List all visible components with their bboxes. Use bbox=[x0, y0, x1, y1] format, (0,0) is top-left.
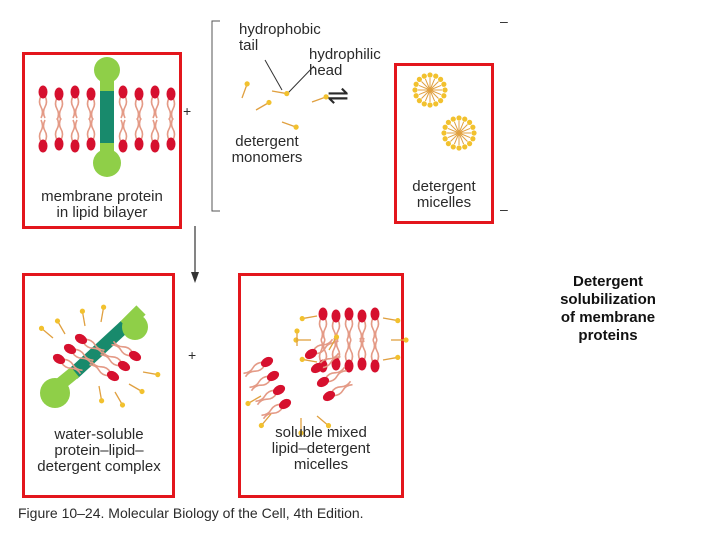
lipid-molecule bbox=[304, 338, 335, 360]
lipid-molecule bbox=[52, 353, 83, 375]
plus-sign-bottom: + bbox=[188, 347, 197, 363]
detergent-monomer bbox=[316, 415, 332, 429]
micelles-illustration bbox=[412, 72, 477, 151]
tail-pointer bbox=[264, 59, 283, 91]
detergent-monomer bbox=[328, 334, 340, 351]
lipid-molecule bbox=[86, 117, 96, 151]
lipid-molecule bbox=[344, 339, 354, 373]
detergent-monomer bbox=[311, 94, 329, 103]
detergent-monomer bbox=[258, 413, 272, 429]
detergent-monomer bbox=[299, 315, 318, 322]
slide-title: Detergent solubilization of membrane pro… bbox=[560, 273, 656, 344]
lipid-molecule bbox=[111, 340, 142, 362]
detergent-monomer bbox=[391, 337, 409, 343]
lipid-molecule bbox=[357, 337, 367, 371]
detergent-monomer bbox=[299, 356, 318, 363]
lipid-molecule bbox=[316, 366, 347, 388]
detergent-monomer bbox=[298, 418, 304, 436]
minus-sign-top: – bbox=[500, 13, 508, 29]
lipid-molecule bbox=[100, 350, 131, 372]
detergent-monomer bbox=[114, 391, 126, 408]
detergent-monomer bbox=[241, 81, 250, 99]
detergent-monomer bbox=[100, 304, 107, 323]
lipid-molecule bbox=[38, 85, 48, 119]
lipid-molecule bbox=[150, 119, 160, 153]
minus-sign-bottom: – bbox=[500, 201, 508, 217]
lipid-molecule bbox=[134, 87, 144, 121]
lipid-molecule bbox=[70, 119, 80, 153]
lipid-molecule bbox=[370, 307, 380, 341]
detergent-monomer bbox=[271, 90, 290, 97]
detergent-monomer bbox=[382, 317, 401, 324]
mixed-micelles-illustration bbox=[243, 307, 409, 436]
lipid-molecule bbox=[249, 370, 280, 392]
equilibrium-arrows: ⇌ bbox=[327, 80, 349, 110]
lipid-molecule bbox=[318, 307, 328, 341]
detergent-monomer bbox=[281, 121, 299, 130]
lipid-molecule bbox=[70, 85, 80, 119]
lipid-molecule bbox=[63, 343, 94, 365]
lipid-molecule bbox=[74, 333, 105, 355]
lipid-molecule bbox=[357, 309, 367, 343]
lipid-molecule bbox=[344, 307, 354, 341]
detergent-monomer bbox=[128, 383, 145, 395]
lipid-molecule bbox=[38, 119, 48, 153]
detergent-monomer bbox=[38, 325, 54, 339]
lipid-molecule bbox=[322, 380, 353, 402]
lipid-molecule bbox=[243, 356, 274, 378]
figure-caption: Figure 10–24. Molecular Biology of the C… bbox=[18, 505, 364, 521]
detergent-monomer bbox=[245, 395, 262, 407]
lipid-molecule bbox=[86, 87, 96, 121]
lipid-molecule bbox=[134, 117, 144, 151]
lipid-molecule bbox=[255, 384, 286, 406]
lipid-molecule bbox=[89, 360, 120, 382]
detergent-micelle bbox=[412, 72, 448, 108]
complex-illustration bbox=[38, 304, 161, 408]
detergent-monomer bbox=[255, 99, 272, 111]
detergent-monomers-illustration bbox=[241, 59, 329, 130]
detergent-monomer bbox=[293, 337, 311, 343]
detergent-monomer bbox=[98, 385, 105, 404]
membrane-protein bbox=[93, 57, 121, 177]
lipid-molecule bbox=[118, 85, 128, 119]
lipid-molecule bbox=[54, 87, 64, 121]
lipid-molecule bbox=[310, 352, 341, 374]
detergent-monomer bbox=[54, 318, 66, 335]
lipid-molecule bbox=[166, 117, 176, 151]
head-pointer bbox=[287, 65, 315, 94]
lipid-molecule bbox=[261, 398, 292, 420]
detergent-monomer bbox=[79, 308, 86, 327]
plus-sign-top: + bbox=[183, 103, 192, 119]
lipid-molecule bbox=[370, 339, 380, 373]
membrane-illustration bbox=[38, 57, 176, 177]
lipid-molecule bbox=[54, 117, 64, 151]
detergent-monomer bbox=[142, 371, 161, 378]
detergent-micelle bbox=[441, 115, 477, 151]
lipid-molecule bbox=[150, 85, 160, 119]
lipid-molecule bbox=[118, 119, 128, 153]
detergent-monomer bbox=[294, 328, 300, 346]
lipid-molecule bbox=[166, 87, 176, 121]
lipid-molecule bbox=[331, 337, 341, 371]
detergent-monomer bbox=[382, 354, 401, 361]
